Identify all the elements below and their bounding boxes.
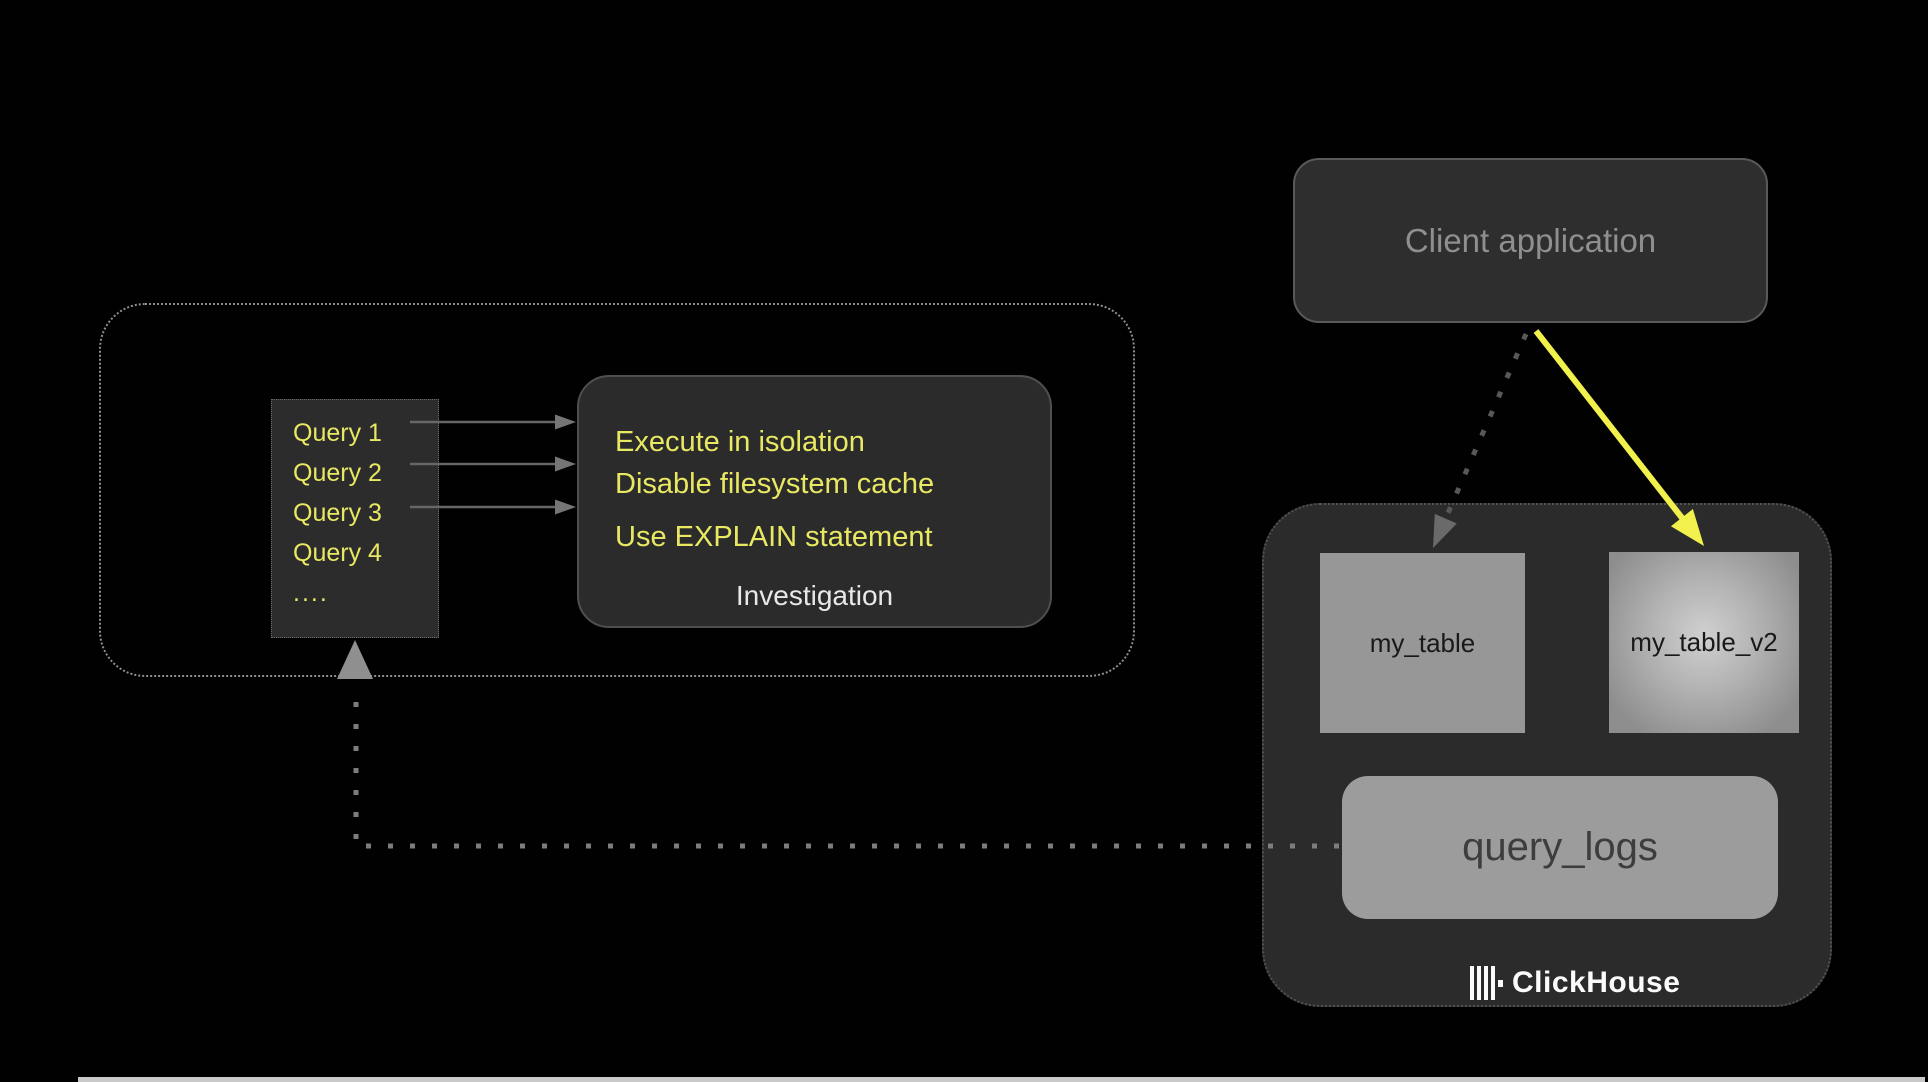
bottom-edge-bar [78,1077,1925,1082]
investigation-title: Investigation [735,580,894,611]
clickhouse-brand-name: ClickHouse [1512,966,1681,999]
my-table-label: my_table [1369,627,1476,658]
my-table-box: my_table [1320,553,1525,733]
my-table-v2-box: my_table_v2 [1609,552,1799,733]
client-application-label: Client application [1404,221,1657,259]
query-logs-label: query_logs [1462,825,1658,869]
query-item: Query 2 [293,459,382,487]
query-item-ellipsis: .... [293,579,329,607]
investigation-group-outline [99,303,1135,677]
query-logs-box: query_logs [1342,776,1778,919]
my-table-v2-label: my_table_v2 [1630,627,1778,657]
investigation-tips: Execute in isolation Disable filesystem … [615,421,934,558]
clickhouse-container: my_table my_table_v2 query_logs ClickHou… [1262,503,1832,1007]
query-item: Query 4 [293,539,382,567]
tip-disable-filesystem-cache: Disable filesystem cache [615,468,935,500]
clickhouse-logo-icon [1470,966,1503,1000]
query-list-box: Query 1 Query 2 Query 3 Query 4 .... [271,399,439,638]
query-item: Query 1 [293,419,382,447]
tip-execute-in-isolation: Execute in isolation [615,426,865,458]
tip-use-explain-statement: Use EXPLAIN statement [615,521,933,553]
investigation-box: Execute in isolation Disable filesystem … [577,375,1052,628]
query-item: Query 3 [293,499,382,527]
client-application-box: Client application [1293,158,1768,323]
clickhouse-brand: ClickHouse [1470,964,1680,1002]
